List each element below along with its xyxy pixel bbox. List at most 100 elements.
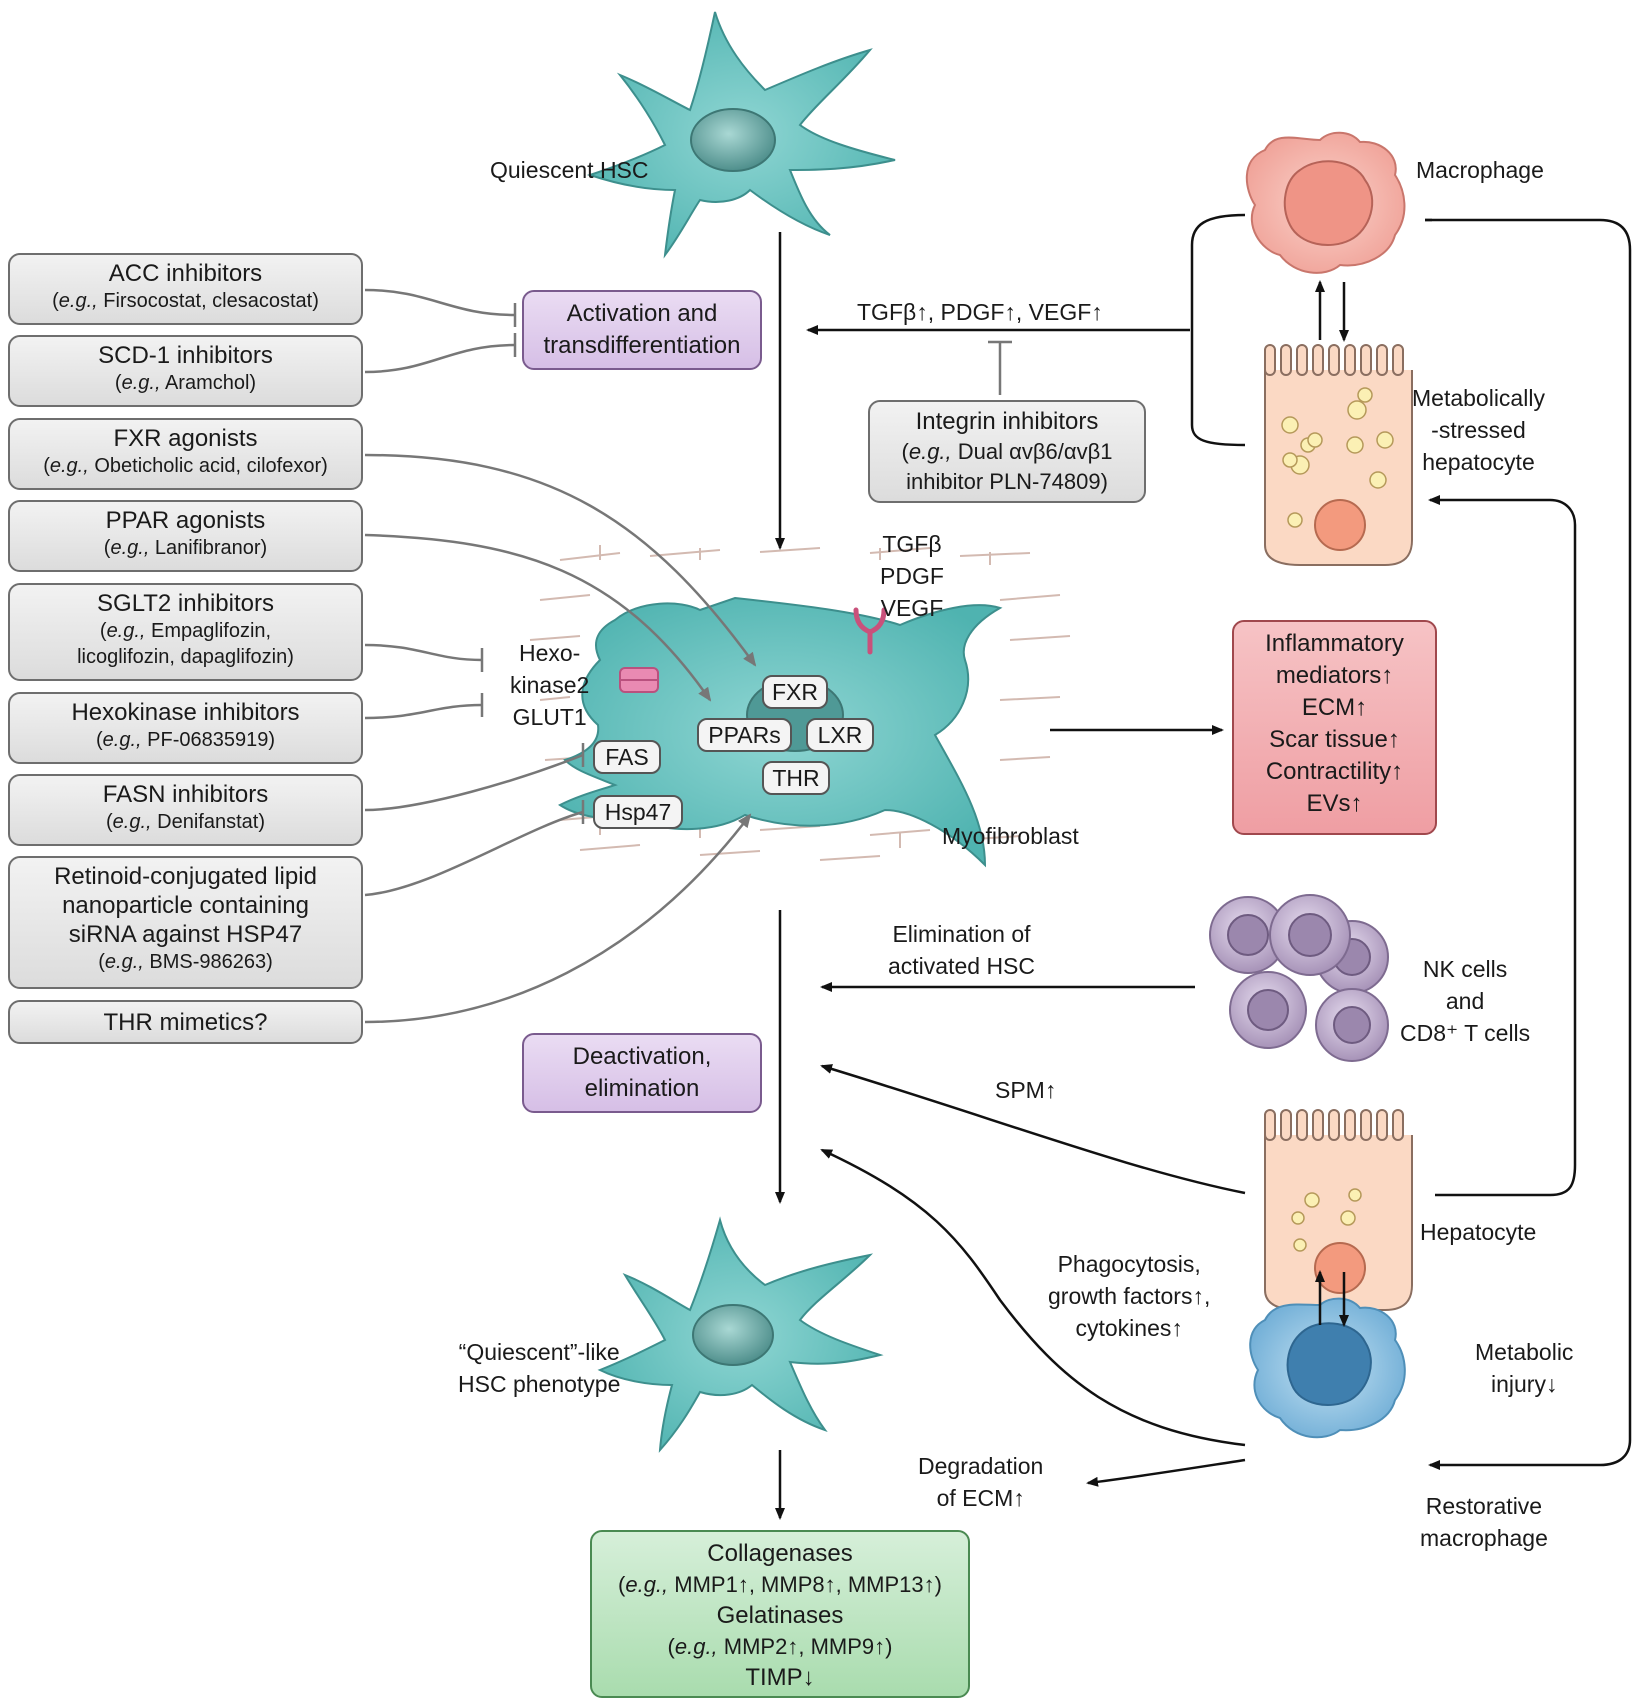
target-thr: THR bbox=[762, 761, 830, 795]
label-line: HSC phenotype bbox=[458, 1371, 621, 1397]
receptor-icon bbox=[853, 607, 887, 655]
nk-cells-cluster bbox=[1209, 894, 1389, 1062]
label-metabolic-injury: Metabolic injury↓ bbox=[1475, 1336, 1573, 1400]
drug-example: (e.g., Lanifibranor) bbox=[103, 537, 268, 559]
deactivation-box: Deactivation, elimination bbox=[522, 1033, 762, 1113]
label-line: Degradation bbox=[918, 1453, 1044, 1479]
drug-example: (e.g., PF-06835919) bbox=[95, 729, 275, 751]
deactivation-line-1: Deactivation, bbox=[572, 1043, 712, 1070]
inhibit-sglt2 bbox=[364, 643, 483, 662]
macrophage-cell bbox=[1245, 131, 1406, 274]
drug-example-2: licoglifozin, dapaglifozin) bbox=[77, 646, 294, 668]
integrin-name: Integrin inhibitors bbox=[915, 408, 1099, 435]
label-line: Metabolically bbox=[1412, 385, 1545, 411]
drug-name: SGLT2 inhibitors bbox=[97, 590, 274, 617]
outcome-item: EVs↑ bbox=[1306, 790, 1363, 817]
inhibit-hexokinase bbox=[364, 703, 483, 720]
label-line: injury↓ bbox=[1490, 1371, 1558, 1397]
glut1-transporter-icon bbox=[619, 667, 659, 693]
drug-name: Retinoid-conjugated lipid bbox=[54, 863, 317, 890]
label-line: kinase2 bbox=[510, 672, 590, 698]
drug-name: ACC inhibitors bbox=[108, 260, 263, 287]
drug-name: FASN inhibitors bbox=[102, 781, 269, 808]
integrin-line-2: (e.g., Dual αvβ6/αvβ1 bbox=[901, 439, 1113, 464]
label-line: cytokines↑ bbox=[1075, 1315, 1183, 1341]
activation-box: Activation and transdifferentiation bbox=[522, 290, 762, 370]
label-myofibroblast: Myofibroblast bbox=[942, 823, 1079, 849]
label-macrophage: Macrophage bbox=[1416, 157, 1544, 183]
label-line: hepatocyte bbox=[1422, 449, 1535, 475]
deactivation-line-2: elimination bbox=[584, 1075, 700, 1102]
label-line: VEGF bbox=[880, 595, 944, 621]
outcome-item: Scar tissue↑ bbox=[1269, 726, 1400, 753]
drug-sglt2-inhibitors: SGLT2 inhibitors (e.g., Empaglifozin, li… bbox=[8, 583, 363, 681]
label-line: NK cells bbox=[1422, 956, 1508, 982]
drug-name: PPAR agonists bbox=[105, 507, 266, 534]
label-restorative-macrophage: Restorative macrophage bbox=[1420, 1490, 1548, 1554]
label-phagocytosis: Phagocytosis, growth factors↑, cytokines… bbox=[1048, 1248, 1210, 1344]
label-glycolysis: Hexo- kinase2 GLUT1 bbox=[510, 637, 589, 733]
label-stressed-hepatocyte: Metabolically -stressed hepatocyte bbox=[1412, 382, 1545, 478]
arrow-phagocytosis bbox=[820, 1148, 1246, 1447]
arrow-spm bbox=[820, 1064, 1246, 1195]
enzyme-gelatinases: Gelatinases bbox=[716, 1602, 844, 1629]
label-growth-factors-up: TGFβ↑, PDGF↑, VEGF↑ bbox=[857, 299, 1103, 325]
outcome-item: mediators↑ bbox=[1275, 662, 1394, 689]
label-nk-cells: NK cells and CD8⁺ T cells bbox=[1400, 953, 1530, 1049]
label-line: Restorative bbox=[1425, 1493, 1543, 1519]
label-line: Phagocytosis, bbox=[1057, 1251, 1201, 1277]
label-quiescent-hsc: Quiescent HSC bbox=[490, 157, 649, 183]
drug-example: (e.g., Obeticholic acid, cilofexor) bbox=[43, 455, 328, 477]
drug-ppar-agonists: PPAR agonists (e.g., Lanifibranor) bbox=[8, 500, 363, 572]
outcomes-box: Inflammatory mediators↑ ECM↑ Scar tissue… bbox=[1232, 620, 1437, 835]
inhibit-acc bbox=[364, 288, 516, 317]
label-degradation: Degradation of ECM↑ bbox=[918, 1450, 1043, 1514]
enzyme-collagenases: Collagenases bbox=[707, 1540, 853, 1567]
outcome-item: ECM↑ bbox=[1301, 694, 1368, 721]
drug-thr-mimetics: THR mimetics? bbox=[8, 1000, 363, 1044]
fxr-activation bbox=[364, 453, 757, 667]
drug-name: SCD-1 inhibitors bbox=[98, 342, 273, 369]
integrin-line-3: inhibitor PLN-74809) bbox=[906, 469, 1108, 494]
label-line: of ECM↑ bbox=[936, 1485, 1025, 1511]
drug-name: THR mimetics? bbox=[103, 1009, 268, 1036]
drug-fxr-agonists: FXR agonists (e.g., Obeticholic acid, ci… bbox=[8, 418, 363, 490]
target-fxr: FXR bbox=[762, 675, 828, 709]
label-receptor-ligands: TGFβ PDGF VEGF bbox=[880, 528, 944, 624]
label-line: Metabolic bbox=[1475, 1339, 1574, 1365]
label-spm: SPM↑ bbox=[995, 1077, 1057, 1103]
arrow-degradation bbox=[1086, 1458, 1246, 1487]
drug-name-2: nanoparticle containing bbox=[62, 892, 309, 919]
connectors bbox=[775, 213, 1632, 1520]
label-line: growth factors↑, bbox=[1048, 1283, 1211, 1309]
target-hsp47: Hsp47 bbox=[593, 795, 683, 829]
activation-line-1: Activation and bbox=[566, 300, 718, 327]
stressed-hepatocyte-cell bbox=[1264, 344, 1413, 566]
drug-example: (e.g., Aramchol) bbox=[114, 372, 257, 394]
enzyme-gelatinases-examples: (e.g., MMP2↑, MMP9↑) bbox=[667, 1634, 893, 1659]
enzymes-box: Collagenases (e.g., MMP1↑, MMP8↑, MMP13↑… bbox=[590, 1530, 970, 1698]
activation-line-2: transdifferentiation bbox=[543, 332, 741, 359]
drug-name: Hexokinase inhibitors bbox=[71, 699, 300, 726]
target-ppars: PPARs bbox=[697, 718, 792, 752]
quiescent-hsc-cell bbox=[586, 11, 896, 259]
restorative-macrophage-cell bbox=[1249, 1297, 1406, 1439]
label-line: PDGF bbox=[880, 563, 944, 589]
label-quiescent-like: “Quiescent”-like HSC phenotype bbox=[458, 1336, 620, 1400]
inhibit-scd1 bbox=[364, 343, 516, 374]
label-line: “Quiescent”-like bbox=[458, 1339, 620, 1365]
hepatocyte-cell bbox=[1264, 1109, 1413, 1311]
label-line: TGFβ bbox=[882, 531, 942, 557]
drug-name: FXR agonists bbox=[113, 425, 258, 452]
drug-example: (e.g., Empaglifozin, bbox=[99, 620, 272, 642]
label-line: activated HSC bbox=[888, 953, 1036, 979]
bracket-macrophage-hepatocyte bbox=[1190, 213, 1246, 447]
drug-acc-inhibitors: ACC inhibitors (e.g., Firsocostat, clesa… bbox=[8, 253, 363, 325]
arrow-metabolic-loop-outer bbox=[1425, 218, 1632, 1470]
thr-activation bbox=[364, 813, 752, 1024]
outcome-item: Contractility↑ bbox=[1265, 758, 1404, 785]
target-lxr: LXR bbox=[806, 718, 874, 752]
label-line: Hexo- bbox=[518, 640, 581, 666]
inhibit-fasn bbox=[364, 753, 584, 812]
quiescent-like-hsc-cell bbox=[597, 1216, 884, 1453]
